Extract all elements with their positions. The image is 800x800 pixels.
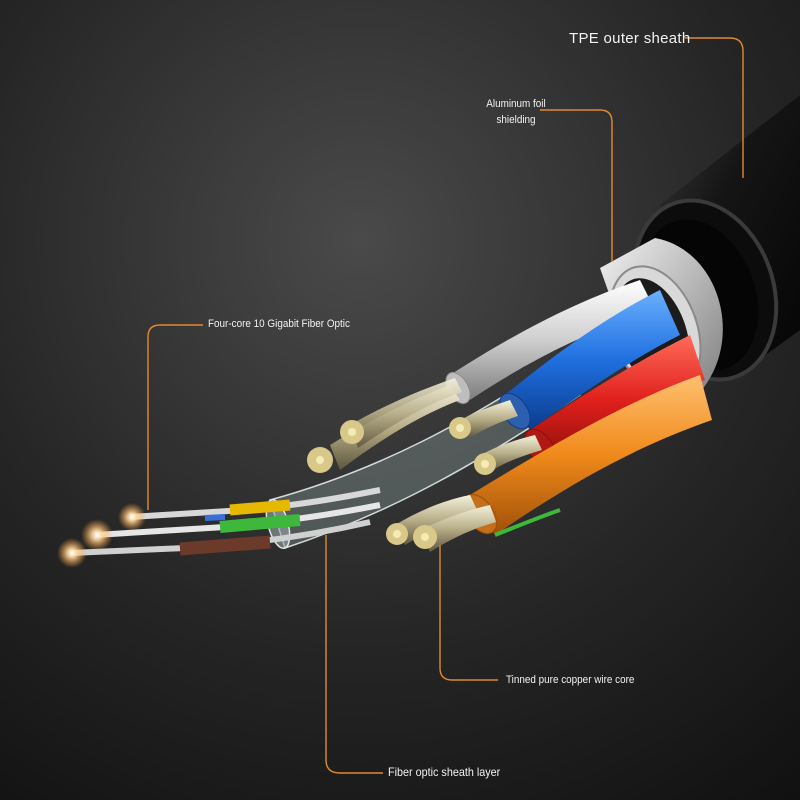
label-foil-shield-line2: shielding [496,114,536,126]
label-outer-sheath: TPE outer sheath [569,30,691,47]
fiber-glow-2 [81,519,113,551]
copper-cores [307,378,542,552]
copper-strand-end-2 [340,420,364,444]
copper-strand-end-3 [449,417,471,439]
callout-line-outer-sheath [685,37,744,178]
callout-line-copper-core [439,545,498,681]
label-copper-core: Tinned pure copper wire core [506,674,635,686]
callout-line-foil-shield [540,109,613,262]
copper-strand-end-5 [386,523,408,545]
fiber-glow-3 [57,538,87,568]
fiber-glow-1 [118,503,146,531]
label-foil-shield-line1: Aluminum foil [486,98,546,110]
callout-line-fiber-sheath [325,535,383,774]
copper-strand-end-1 [307,447,333,473]
optical-fibers [57,487,381,568]
label-fiber-optic: Four-core 10 Gigabit Fiber Optic [208,318,350,330]
label-fiber-sheath: Fiber optic sheath layer [388,765,501,779]
callout-line-fiber-optic [147,324,203,510]
copper-strand-end-4 [474,453,496,475]
copper-strand-end-6 [413,525,437,549]
callout-lines [147,37,744,774]
